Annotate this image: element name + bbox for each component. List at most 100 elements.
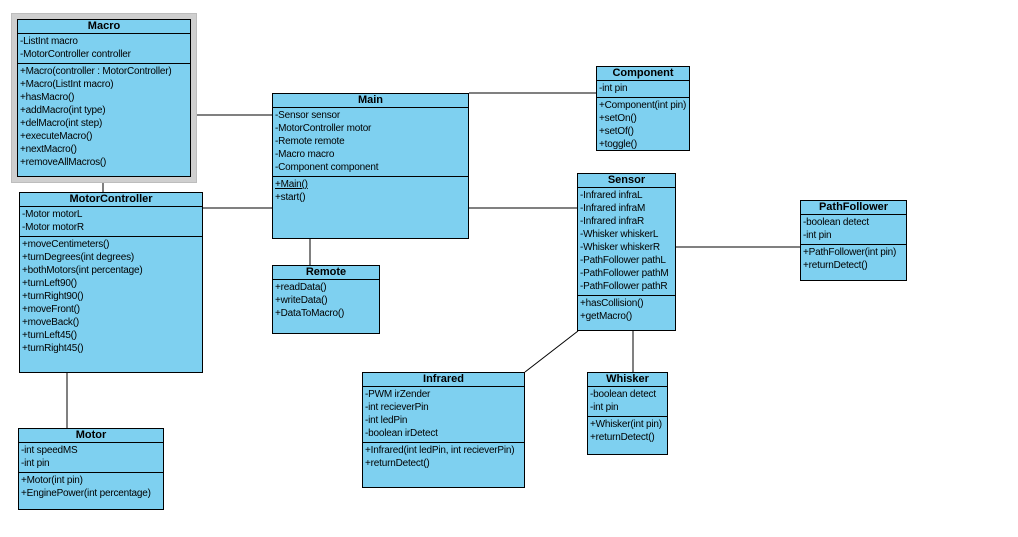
method-row: +getMacro(): [580, 311, 632, 322]
attributes-compartment: -PWM irZender -int recieverPin -int ledPin…: [363, 387, 524, 443]
method-row: +returnDetect(): [365, 458, 430, 469]
method-row: +addMacro(int type): [20, 105, 106, 116]
class-main[interactable]: Main-Sensor sensor-MotorController motor…: [272, 93, 469, 239]
method-row: +writeData(): [275, 295, 328, 306]
attribute-row: -int pin: [599, 83, 628, 94]
method-row: +Motor(int pin): [21, 475, 83, 486]
method-row: +Macro(controller : MotorController): [20, 66, 172, 77]
method-row: +toggle(): [599, 139, 637, 150]
method-row: +Infrared(int ledPin, int recieverPin): [365, 445, 515, 456]
method-row: +bothMotors(int percentage): [22, 265, 143, 276]
attribute-row: -Whisker whiskerR: [580, 242, 660, 253]
method-row: +DataToMacro(): [275, 308, 345, 319]
methods-compartment: +Main() +start(): [273, 177, 468, 238]
method-row: +moveFront(): [22, 304, 80, 315]
methods-compartment: +Motor(int pin)+EnginePower(int percenta…: [19, 473, 163, 509]
class-macro[interactable]: Macro -ListInt macro -MotorController cont…: [17, 19, 191, 177]
class-motorcontroller[interactable]: MotorController -Motor motorL -Motor motor…: [19, 192, 203, 373]
method-row: +removeAllMacros(): [20, 157, 107, 168]
attribute-row: -Macro macro: [275, 149, 335, 160]
attributes-compartment: -Infrared infraL -Infrared infraM -Infrare…: [578, 188, 675, 296]
method-row: +setOn(): [599, 113, 637, 124]
method-row: +moveBack(): [22, 317, 79, 328]
method-row: +turnLeft45(): [22, 330, 77, 341]
method-row: +Whisker(int pin): [590, 419, 662, 430]
connector-sensor-infrared[interactable]: [524, 330, 579, 373]
class-sensor[interactable]: Sensor-Infrared infraL-Infrared infraM-I…: [577, 173, 676, 331]
attributes-compartment: -int pin: [597, 81, 689, 98]
method-row: +executeMacro(): [20, 131, 93, 142]
class-pathfollower[interactable]: PathFollower -boolean detect -int pin +Path…: [800, 200, 907, 281]
attributes-compartment: -boolean detect-int pin: [588, 387, 667, 417]
method-row: +moveCentimeters(): [22, 239, 110, 250]
attributes-compartment: -Sensor sensor-MotorController motor-Rem…: [273, 108, 468, 177]
method-row: +Main(): [275, 179, 308, 190]
attribute-row: -int ledPin: [365, 415, 408, 426]
attribute-row: -int speedMS: [21, 445, 78, 456]
attribute-row: -Whisker whiskerL: [580, 229, 659, 240]
method-row: +nextMacro(): [20, 144, 77, 155]
method-row: +delMacro(int step): [20, 118, 103, 129]
method-row: +PathFollower(int pin): [803, 247, 897, 258]
class-title: Infrared: [363, 373, 524, 387]
attribute-row: -boolean irDetect: [365, 428, 438, 439]
attribute-row: -boolean detect: [803, 217, 869, 228]
method-row: +start(): [275, 192, 306, 203]
methods-compartment: +readData() +writeData() +DataToMacro(): [273, 280, 379, 333]
attributes-compartment: -ListInt macro -MotorController controlle…: [18, 34, 190, 64]
class-title: Macro: [18, 20, 190, 34]
method-row: +hasCollision(): [580, 298, 644, 309]
class-title: Sensor: [578, 174, 675, 188]
method-row: +returnDetect(): [803, 260, 868, 271]
class-remote[interactable]: Remote +readData() +writeData() +DataToMacr…: [272, 265, 380, 334]
class-whisker[interactable]: Whisker-boolean detect-int pin+Whisker(i…: [587, 372, 668, 455]
methods-compartment: +PathFollower(int pin) +returnDetect(): [801, 245, 906, 280]
methods-compartment: +moveCentimeters() +turnDegrees(int degre…: [20, 237, 202, 372]
attribute-row: -Infrared infraM: [580, 203, 646, 214]
method-row: +returnDetect(): [590, 432, 655, 443]
methods-compartment: +hasCollision() +getMacro(): [578, 296, 675, 330]
class-infrared[interactable]: Infrared -PWM irZender -int recieverPin -in…: [362, 372, 525, 488]
attribute-row: -PathFollower pathL: [580, 255, 666, 266]
attribute-row: -Motor motorR: [22, 222, 84, 233]
attribute-row: -PWM irZender: [365, 389, 431, 400]
class-title: MotorController: [20, 193, 202, 207]
attribute-row: -Remote remote: [275, 136, 345, 147]
attribute-row: -int recieverPin: [365, 402, 429, 413]
attribute-row: -int pin: [803, 230, 832, 241]
attribute-row: -MotorController controller: [20, 49, 131, 60]
attributes-compartment: -int speedMS -int pin: [19, 443, 163, 473]
attribute-row: -int pin: [21, 458, 50, 469]
method-row: +hasMacro(): [20, 92, 75, 103]
class-title: Whisker: [588, 373, 667, 387]
method-row: +turnRight90(): [22, 291, 84, 302]
method-row: +turnRight45(): [22, 343, 84, 354]
attribute-row: -ListInt macro: [20, 36, 78, 47]
methods-compartment: +Component(int pin) +setOn() +setOf() +togg…: [597, 98, 689, 153]
class-component[interactable]: Component -int pin +Component(int pin) +set…: [596, 66, 690, 151]
attribute-row: -Infrared infraR: [580, 216, 645, 227]
class-motor[interactable]: Motor -int speedMS -int pin +Motor(int pin)…: [18, 428, 164, 510]
class-title: Component: [597, 67, 689, 81]
attribute-row: -MotorController motor: [275, 123, 372, 134]
attributes-compartment: -boolean detect -int pin: [801, 215, 906, 245]
methods-compartment: +Infrared(int ledPin, int recieverPin) +r…: [363, 443, 524, 487]
class-title: PathFollower: [801, 201, 906, 215]
attribute-row: -Motor motorL: [22, 209, 83, 220]
attribute-row: -PathFollower pathM: [580, 268, 669, 279]
method-row: +setOf(): [599, 126, 634, 137]
attribute-row: -Infrared infraL: [580, 190, 643, 201]
attribute-row: -PathFollower pathR: [580, 281, 668, 292]
methods-compartment: +Whisker(int pin) +returnDetect(): [588, 417, 667, 454]
attribute-row: -int pin: [590, 402, 619, 413]
method-row: +readData(): [275, 282, 327, 293]
attribute-row: -Component component: [275, 162, 379, 173]
class-title: Motor: [19, 429, 163, 443]
method-row: +Macro(ListInt macro): [20, 79, 114, 90]
class-title: Remote: [273, 266, 379, 280]
method-row: +turnDegrees(int degrees): [22, 252, 135, 263]
method-row: +Component(int pin): [599, 100, 687, 111]
class-title: Main: [273, 94, 468, 108]
